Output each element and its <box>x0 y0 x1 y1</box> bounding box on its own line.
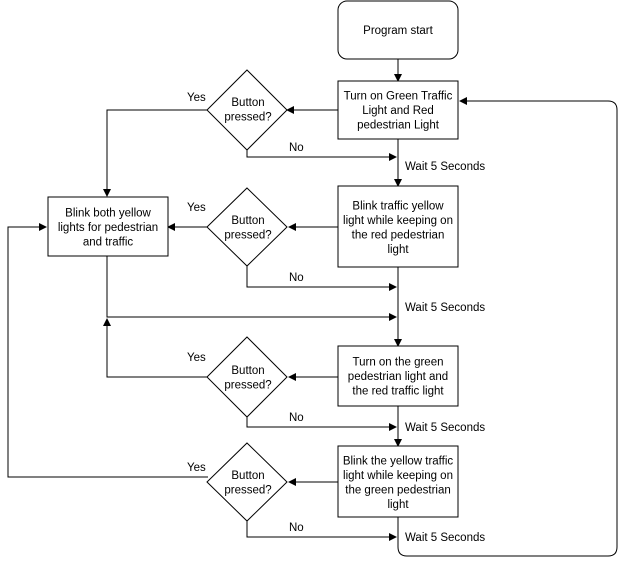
no-label-4: No <box>289 522 304 534</box>
decision4-label-line: Button <box>231 470 264 482</box>
step4-process: Blink the yellow traffic light while keep… <box>337 445 459 518</box>
edge-loop-back <box>397 97 618 557</box>
decision2-label: Button pressed? <box>224 215 271 242</box>
decision4: Button pressed? <box>206 442 288 522</box>
no-label-2: No <box>289 272 304 284</box>
step1-label-line: pedestrian Light <box>357 120 440 132</box>
no-label-1: No <box>289 142 304 154</box>
step2-process: Blink traffic yellow light while keeping … <box>337 185 459 268</box>
yes-label-2: Yes <box>187 202 206 214</box>
yes-label-4: Yes <box>187 462 206 474</box>
start-node: Program start <box>337 0 459 60</box>
step4-label: Blink the yellow traffic light while keep… <box>343 455 454 511</box>
decision3: Button pressed? <box>206 336 288 418</box>
step3-label-line: pedestrian light and <box>348 371 448 383</box>
wait-label-2: Wait 5 Seconds <box>405 302 485 314</box>
edge-labels: Yes No Wait 5 Seconds Yes No Wait 5 Seco… <box>187 92 485 544</box>
edge-decision3-no <box>246 416 397 431</box>
step3-label-line: the red traffic light <box>352 386 444 398</box>
edge-decision4-yes <box>7 223 208 478</box>
step1-label-line: Light and Red <box>362 105 434 117</box>
blink-both-process: Blink both yellow lights for pedestrian an… <box>47 196 169 257</box>
blink_both-label: Blink both yellow lights for pedestrian an… <box>58 208 158 249</box>
edge-decision1-no <box>246 149 397 161</box>
edge-decision4-no <box>246 521 397 541</box>
start-label: Program start <box>363 25 433 37</box>
yes-label-3: Yes <box>187 352 206 364</box>
step2-label-line: light while keeping on <box>343 215 453 227</box>
step3-label: Turn on the green pedestrian light and the… <box>348 357 448 398</box>
step2-label-line: the red pedestrian <box>352 229 445 241</box>
step3-process: Turn on the green pedestrian light and the… <box>337 345 459 407</box>
step2-label: Blink traffic yellow light while keeping … <box>343 200 453 256</box>
step3-label-line: Turn on the green <box>353 357 444 369</box>
decision1: Button pressed? <box>206 69 288 151</box>
wait-label-3: Wait 5 Seconds <box>405 422 485 434</box>
decision4-label-line: pressed? <box>224 484 271 496</box>
yes-label-1: Yes <box>187 92 206 104</box>
no-label-3: No <box>289 412 304 424</box>
wait-label-1: Wait 5 Seconds <box>405 161 485 173</box>
step2-label-line: Blink traffic yellow <box>352 200 444 212</box>
step2-label-line: light <box>387 244 409 256</box>
step1-label-line: Turn on Green Traffic <box>344 91 453 103</box>
decision3-label-line: Button <box>231 365 264 377</box>
blink_both-label-line: Blink both yellow <box>65 208 151 220</box>
edge-decision3-yes <box>103 318 208 378</box>
decision2-label-line: pressed? <box>224 229 271 241</box>
blink_both-label-line: and traffic <box>83 237 134 249</box>
edge-decision2-no <box>246 266 397 291</box>
decision3-label-line: pressed? <box>224 379 271 391</box>
blink_both-label-line: lights for pedestrian <box>58 222 158 234</box>
decision1-label: Button pressed? <box>224 97 271 124</box>
step4-label-line: the green pedestrian <box>345 484 451 496</box>
edge-decision1-yes <box>103 109 208 197</box>
step4-label-line: Blink the yellow traffic <box>343 455 454 467</box>
wait-label-4: Wait 5 Seconds <box>405 532 485 544</box>
decision2-label-line: Button <box>231 215 264 227</box>
edge-blink-to-main <box>106 256 397 321</box>
decision2: Button pressed? <box>206 187 288 267</box>
step4-label-line: light <box>387 499 409 511</box>
start-label-line: Program start <box>363 25 433 37</box>
step4-label-line: light while keeping on <box>343 470 453 482</box>
edges <box>7 59 618 557</box>
decision1-label-line: Button <box>231 97 264 109</box>
decision4-label: Button pressed? <box>224 470 271 497</box>
decision3-label: Button pressed? <box>224 365 271 392</box>
decision1-label-line: pressed? <box>224 111 271 123</box>
